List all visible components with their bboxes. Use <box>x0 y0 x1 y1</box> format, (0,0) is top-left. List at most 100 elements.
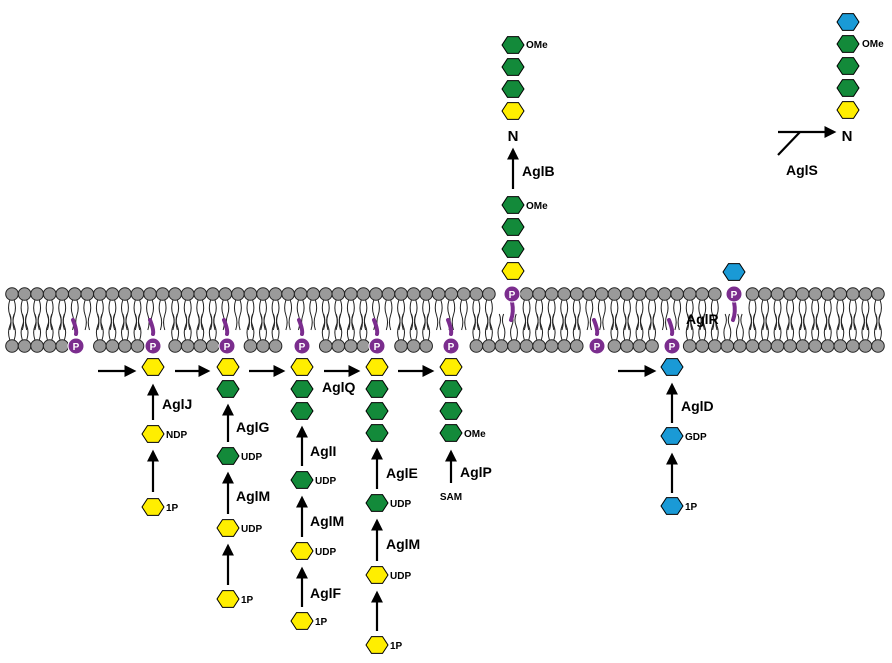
lipid-tail <box>321 313 326 341</box>
lipid-tail <box>459 299 464 331</box>
lipid-tail <box>773 313 778 341</box>
lipid-head <box>193 287 208 301</box>
lipid-head <box>695 339 710 353</box>
lipid-tail <box>639 313 644 341</box>
phosphate-label: P <box>509 290 516 301</box>
sugar-hexagon <box>501 218 525 236</box>
lipid-head <box>469 287 484 301</box>
lipid-head <box>118 339 132 353</box>
lipid-head <box>143 287 157 301</box>
enzyme-label: AglM <box>386 536 420 552</box>
lipid-head <box>544 339 559 353</box>
lipid-head <box>93 287 107 301</box>
sugar-hexagon <box>141 358 165 376</box>
lipid-tail <box>188 313 192 341</box>
dolichol-chain <box>509 300 515 322</box>
lipid-head <box>620 339 634 353</box>
lipid-tail <box>627 313 631 341</box>
lipid-tail <box>133 313 138 341</box>
lipid-head <box>858 339 873 353</box>
lipid-head <box>758 339 772 353</box>
lipid-head <box>406 287 421 301</box>
lipid-tail <box>878 313 882 341</box>
sugar-hexagon <box>290 358 314 376</box>
lipid-tail <box>359 313 363 341</box>
asparagine-label: N <box>842 128 853 145</box>
lipid-tail <box>83 299 87 331</box>
phosphate-circle <box>144 337 162 355</box>
lipid-tail <box>489 313 493 341</box>
lipid-tail <box>112 313 117 341</box>
lipid-tail <box>158 299 163 331</box>
lipid-head <box>306 287 321 301</box>
sugar-hexagon <box>501 102 525 120</box>
lipid-tail <box>37 313 42 341</box>
lipid-head <box>846 287 860 301</box>
lipid-tail <box>175 313 180 341</box>
phosphate-label: P <box>150 342 157 353</box>
enzyme-label: AglJ <box>162 396 192 412</box>
lipid-tail <box>121 313 125 341</box>
lipid-head <box>344 339 358 353</box>
lipid-tail <box>778 313 782 341</box>
lipid-tail <box>409 313 414 341</box>
nucleotide-label: GDP <box>685 432 707 443</box>
asparagine-label: N <box>508 128 519 145</box>
lipid-tail <box>577 313 581 341</box>
lipid-tail <box>451 299 456 331</box>
lipid-tail <box>522 313 527 341</box>
dolichol-chain <box>446 318 454 336</box>
lipid-head <box>582 287 597 301</box>
sugar-hexagon <box>216 519 240 537</box>
lipid-tail <box>840 313 845 341</box>
lipid-head <box>820 287 835 301</box>
lipid-tail <box>861 313 865 341</box>
lipid-tail <box>652 313 656 341</box>
enzyme-label: AglF <box>310 585 342 601</box>
lipid-head <box>243 287 258 301</box>
lipid-tail <box>815 313 820 341</box>
lipid-tail <box>388 299 393 331</box>
lipid-tail <box>414 313 418 341</box>
lipid-head <box>5 287 19 301</box>
phosphate-label: P <box>374 342 381 353</box>
lipid-head <box>55 287 70 301</box>
enzyme-label: AglR <box>686 311 719 327</box>
phosphate-label: P <box>594 342 601 353</box>
lipid-head <box>155 287 170 301</box>
lipid-tail <box>761 313 765 341</box>
enzyme-label: AglQ <box>322 379 356 395</box>
lipid-head <box>507 339 521 353</box>
lipid-tail <box>547 313 552 341</box>
lipid-head <box>632 339 647 353</box>
sugar-hexagon <box>365 566 389 584</box>
lipid-head <box>268 287 283 301</box>
lipid-tail <box>397 313 401 341</box>
lipid-tail <box>803 313 807 341</box>
sugar-hexagon <box>141 425 165 443</box>
sugar-hexagon <box>501 240 525 258</box>
lipid-head <box>180 287 195 301</box>
phosphate-circle <box>67 337 85 355</box>
sugar-hexagon <box>660 427 684 445</box>
sugar-residues <box>141 13 860 654</box>
lipid-tail <box>602 299 606 331</box>
sugar-hexagon <box>216 358 240 376</box>
lipid-tail <box>811 313 815 341</box>
lipid-head <box>105 287 120 301</box>
lipid-tail <box>464 299 468 331</box>
lipid-tail <box>472 313 476 341</box>
lipid-tail <box>338 313 343 341</box>
lipid-tail <box>238 299 242 331</box>
reaction-arrows <box>98 125 837 631</box>
phosphate-circle <box>503 285 521 303</box>
lipid-head <box>808 287 823 301</box>
phosphate-label: 1P <box>390 641 403 652</box>
lipid-tail <box>95 313 100 341</box>
lipid-tail <box>363 313 368 341</box>
lipid-tail <box>108 313 112 341</box>
sugar-hexagon <box>836 101 860 119</box>
lipid-head <box>482 339 496 353</box>
lipid-head <box>532 287 546 301</box>
phosphate-label: P <box>669 342 676 353</box>
